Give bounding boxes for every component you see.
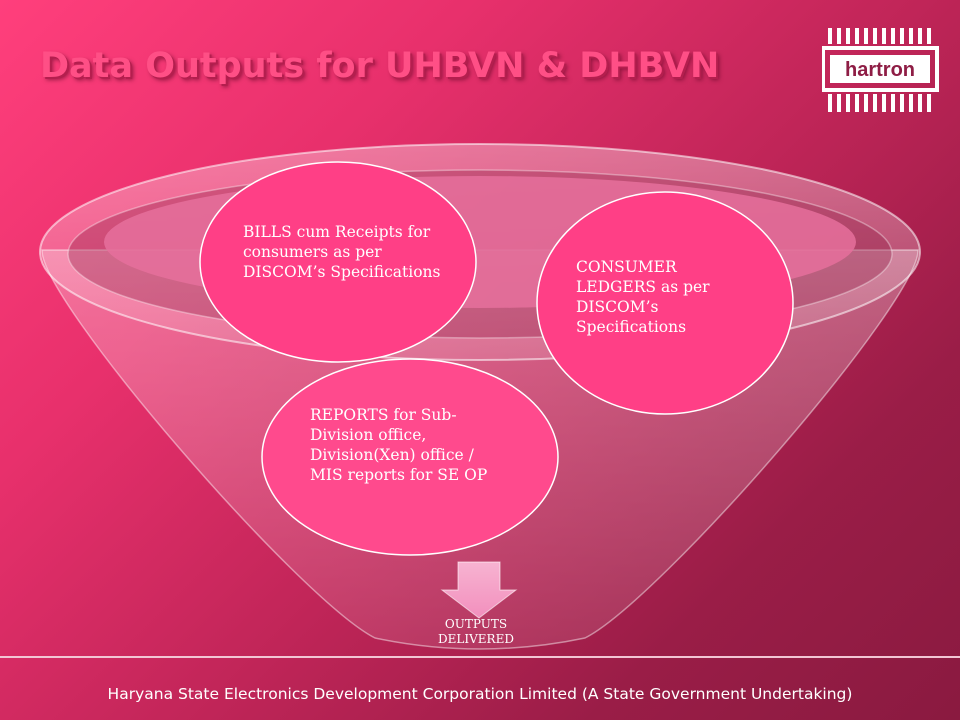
reports-bubble — [261, 358, 559, 556]
footer-text: Haryana State Electronics Development Co… — [107, 685, 853, 703]
bills-text: BILLS cum Receipts for consumers as per … — [243, 223, 441, 281]
outputs-delivered-label: OUTPUTS DELIVERED — [438, 617, 514, 646]
slide-title: Data Outputs for UHBVN & DHBVN — [40, 46, 720, 86]
reports-text: REPORTS for Sub-Division office, Divisio… — [310, 406, 488, 484]
logo-text: hartron — [845, 59, 915, 81]
consumer-ledgers-text: CONSUMER LEDGERS as per DISCOM’s Specifi… — [576, 258, 710, 336]
footer-divider — [0, 656, 960, 658]
consumer-ledgers-bubble — [536, 191, 794, 415]
down-arrow — [440, 561, 518, 619]
hartron-logo: hartron — [822, 28, 939, 112]
bills-bubble — [199, 161, 477, 363]
